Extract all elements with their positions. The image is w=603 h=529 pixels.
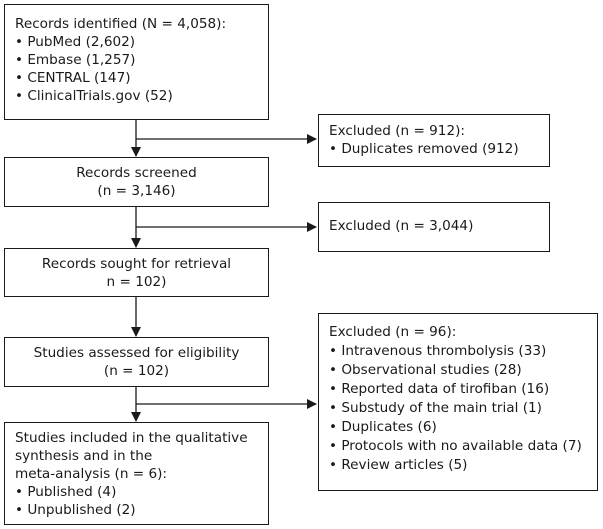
records-identified-title: Records identified (N = 4,058): xyxy=(15,16,227,32)
studies-included-line3: meta-analysis (n = 6): xyxy=(15,466,168,482)
source-central: CENTRAL (147) xyxy=(15,69,258,87)
excluded-96-item: Substudy of the main trial (1) xyxy=(329,399,587,418)
studies-included-published: Published (4) xyxy=(15,483,258,501)
excluded-96-item: Review articles (5) xyxy=(329,456,587,475)
excluded-3044-title: Excluded (n = 3,044) xyxy=(329,218,474,234)
records-retrieval-line1: Records sought for retrieval xyxy=(41,256,232,272)
excluded-96-item: Duplicates (6) xyxy=(329,418,587,437)
excluded-duplicates-title: Excluded (n = 912): xyxy=(329,123,465,139)
studies-included-box: Studies included in the qualitative synt… xyxy=(4,422,269,525)
excluded-3044-box: Excluded (n = 3,044) xyxy=(318,202,550,252)
source-clinicaltrials: ClinicalTrials.gov (52) xyxy=(15,87,258,105)
eligibility-line1: Studies assessed for eligibility xyxy=(33,345,240,361)
records-retrieval-line2: n = 102) xyxy=(106,274,167,290)
eligibility-box: Studies assessed for eligibility (n = 10… xyxy=(4,337,269,387)
excluded-duplicates-item: Duplicates removed (912) xyxy=(329,140,539,158)
excluded-96-item: Intravenous thrombolysis (33) xyxy=(329,342,587,361)
records-identified-box: Records identified (N = 4,058): PubMed (… xyxy=(4,4,269,120)
records-screened-line2: (n = 3,146) xyxy=(97,183,176,199)
excluded-duplicates-box: Excluded (n = 912): Duplicates removed (… xyxy=(318,114,550,167)
studies-included-line2: synthesis and in the xyxy=(15,448,153,464)
excluded-96-box: Excluded (n = 96): Intravenous thromboly… xyxy=(318,313,598,491)
records-screened-box: Records screened (n = 3,146) xyxy=(4,157,269,207)
excluded-96-title: Excluded (n = 96): xyxy=(329,324,457,340)
studies-included-line1: Studies included in the qualitative xyxy=(15,430,248,446)
eligibility-line2: (n = 102) xyxy=(103,363,170,379)
excluded-96-item: Observational studies (28) xyxy=(329,361,587,380)
records-retrieval-box: Records sought for retrieval n = 102) xyxy=(4,248,269,297)
studies-included-unpublished: Unpublished (2) xyxy=(15,501,258,519)
records-screened-line1: Records screened xyxy=(76,165,197,181)
excluded-96-item: Reported data of tirofiban (16) xyxy=(329,380,587,399)
excluded-96-item: Protocols with no available data (7) xyxy=(329,437,587,456)
source-pubmed: PubMed (2,602) xyxy=(15,33,258,51)
source-embase: Embase (1,257) xyxy=(15,51,258,69)
